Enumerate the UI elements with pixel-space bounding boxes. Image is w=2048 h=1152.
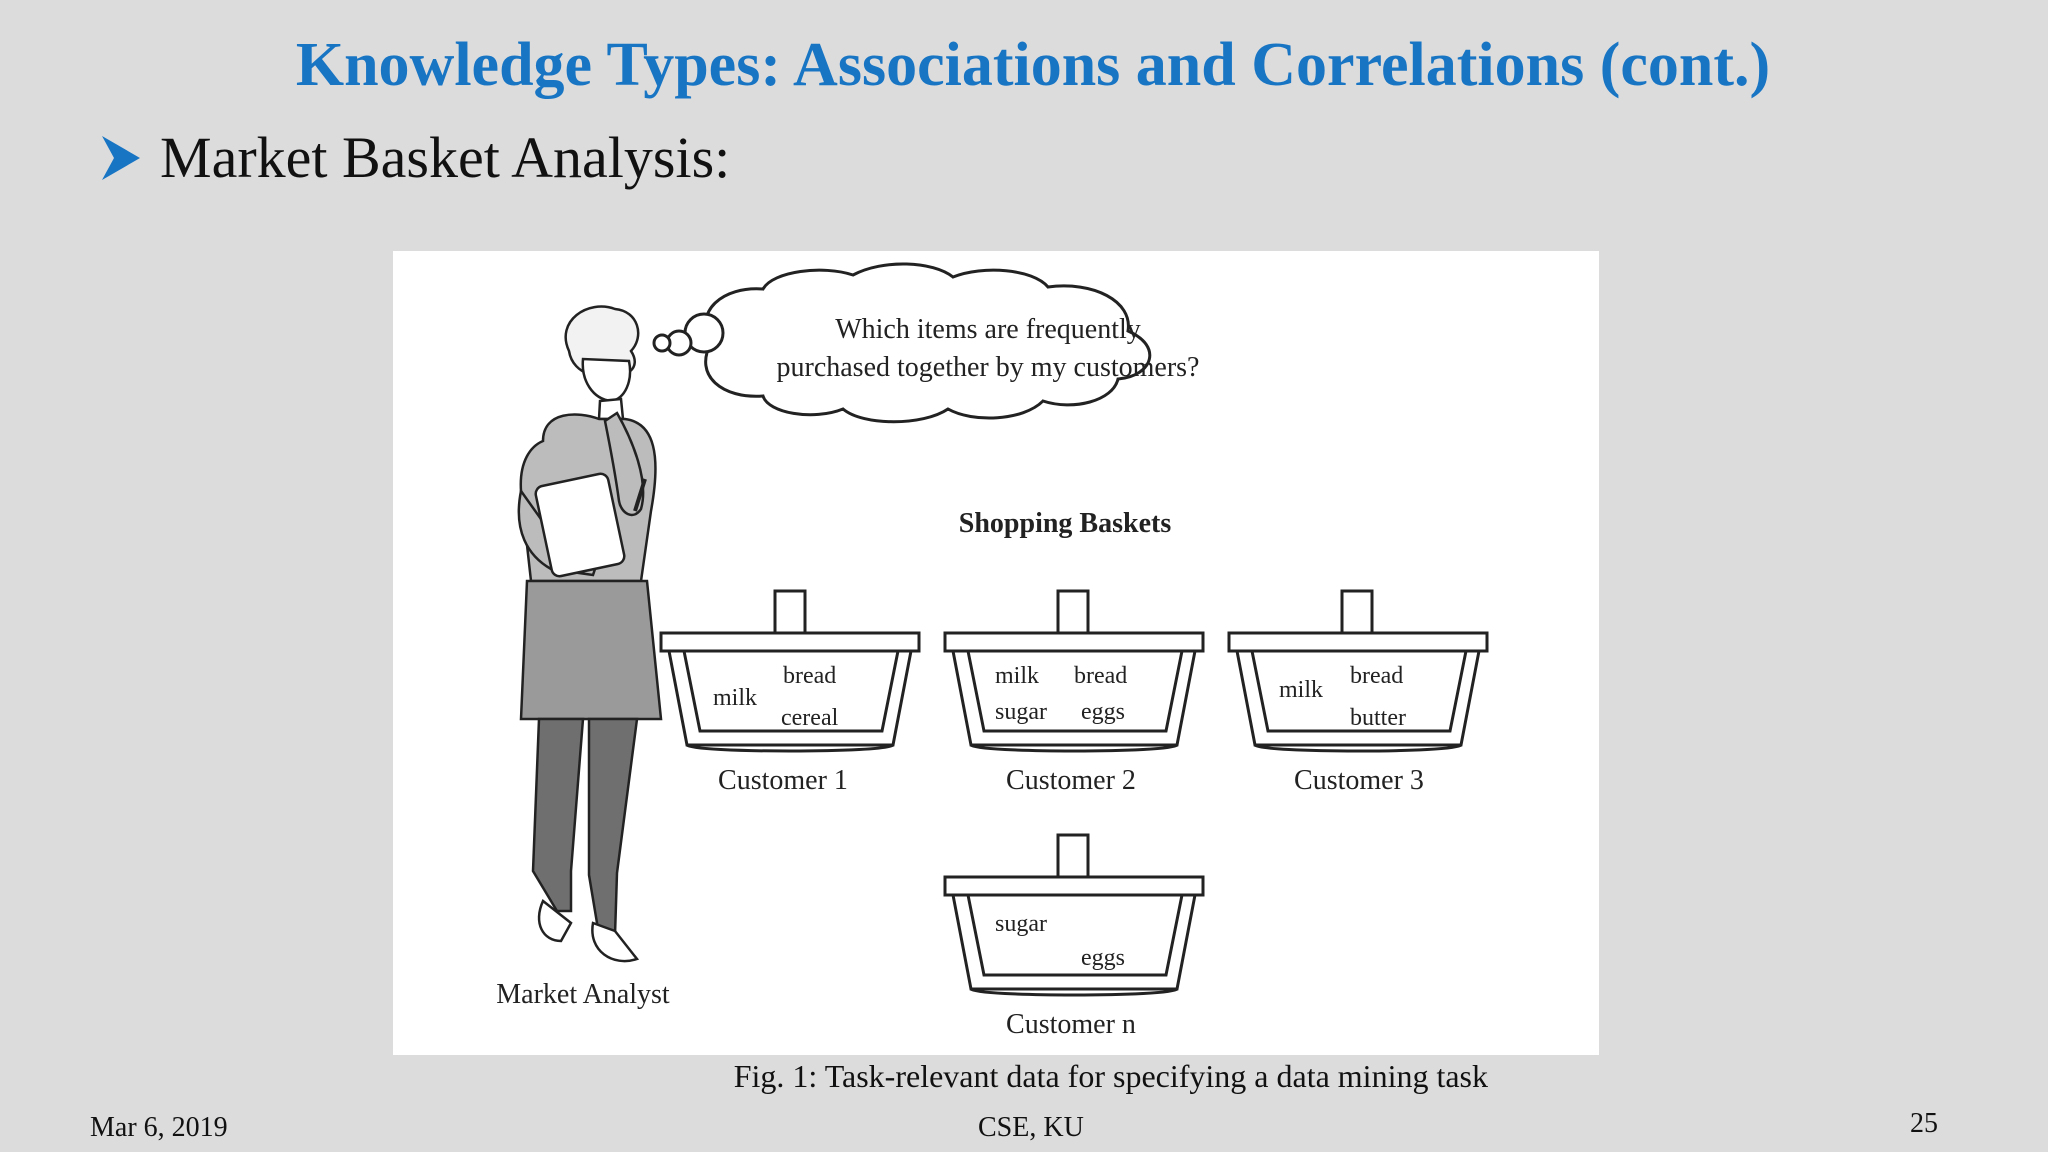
basket-n-item-eggs: eggs <box>1081 945 1125 971</box>
customer-1-label: Customer 1 <box>718 765 848 796</box>
basket-customer-2: milk bread sugar eggs Customer 2 <box>943 589 1205 796</box>
basket-3-item-milk: milk <box>1279 677 1323 703</box>
basket-2-item-bread: bread <box>1074 663 1127 689</box>
page-number: 25 <box>1910 1108 1938 1139</box>
footer-center: CSE, KU <box>978 1112 1084 1143</box>
basket-n-item-sugar: sugar <box>995 911 1047 937</box>
analyst-label: Market Analyst <box>496 979 670 1010</box>
thought-bubble <box>652 262 1152 424</box>
thought-line-2: purchased together by my customers? <box>777 352 1200 383</box>
arrow-bullet-icon <box>102 135 140 180</box>
figure-illustration: Which items are frequently purchased tog… <box>496 262 1489 1040</box>
basket-1-item-milk: milk <box>713 685 757 711</box>
market-basket-figure: Which items are frequently purchased tog… <box>393 251 1599 1055</box>
baskets-heading: Shopping Baskets <box>959 508 1172 539</box>
basket-2-item-milk: milk <box>995 663 1039 689</box>
basket-2-item-eggs: eggs <box>1081 699 1125 725</box>
bullet-text: Market Basket Analysis: <box>160 125 731 190</box>
basket-1-item-bread: bread <box>783 663 836 689</box>
basket-customer-1: milk bread cereal Customer 1 <box>659 589 921 796</box>
slide-title: Knowledge Types: Associations and Correl… <box>295 31 1771 99</box>
basket-customer-3: milk bread butter Customer 3 <box>1227 589 1489 796</box>
basket-1-item-cereal: cereal <box>781 705 839 731</box>
basket-2-item-sugar: sugar <box>995 699 1047 725</box>
thought-line-1: Which items are frequently <box>835 314 1141 345</box>
basket-3-item-bread: bread <box>1350 663 1403 689</box>
customer-n-label: Customer n <box>1006 1009 1136 1040</box>
footer-date: Mar 6, 2019 <box>90 1112 228 1143</box>
bullet-item: Market Basket Analysis: <box>100 124 730 191</box>
basket-3-item-butter: butter <box>1350 705 1406 731</box>
customer-2-label: Customer 2 <box>1006 765 1136 796</box>
customer-3-label: Customer 3 <box>1294 765 1424 796</box>
market-analyst-icon <box>517 305 663 963</box>
figure-caption: Fig. 1: Task-relevant data for specifyin… <box>733 1058 1488 1094</box>
basket-customer-n: sugar eggs Customer n <box>943 833 1205 1040</box>
